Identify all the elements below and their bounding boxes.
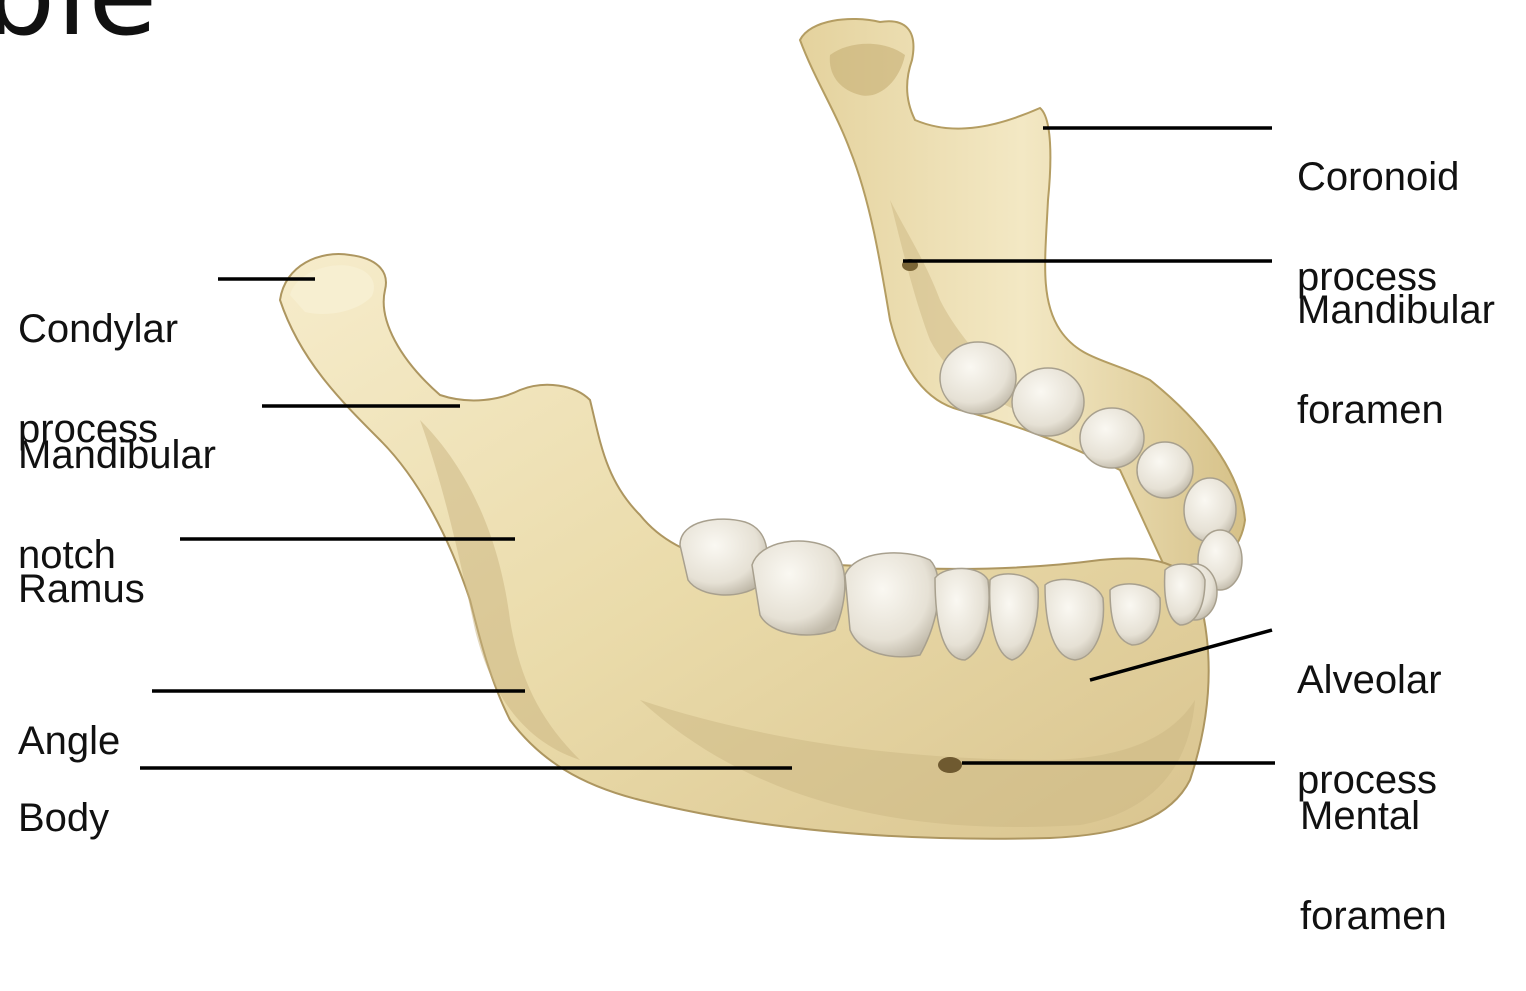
far-ramus <box>800 19 1245 600</box>
label-body: Body <box>18 743 109 893</box>
label-ramus: Ramus <box>18 514 145 664</box>
mental-foramen-hole <box>938 757 962 773</box>
label-mandibular-foramen: Mandibular foramen <box>1297 235 1495 485</box>
label-mental-foramen: Mental foramen <box>1300 741 1447 991</box>
